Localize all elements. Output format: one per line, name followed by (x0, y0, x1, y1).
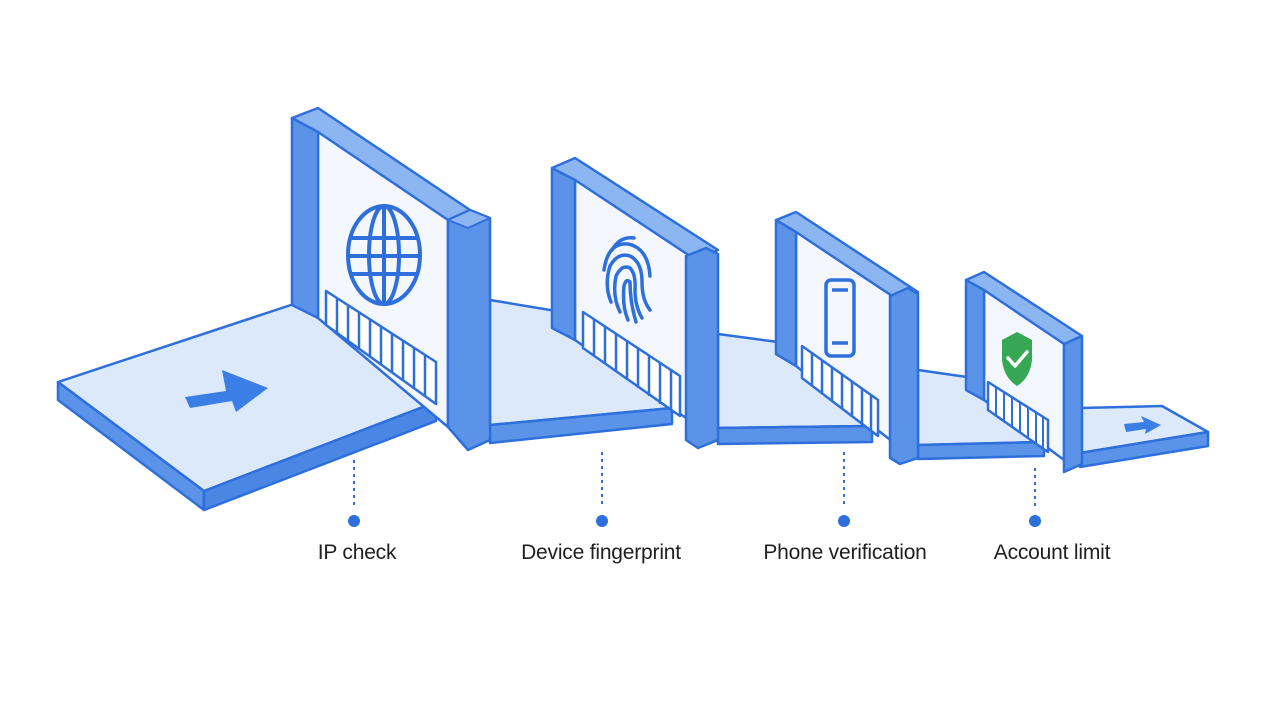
exit-platform (1078, 404, 1210, 469)
leader-account-limit (1029, 468, 1041, 527)
leader-phone-verification (838, 452, 850, 527)
globe-icon (346, 204, 422, 306)
marker-dot (596, 515, 608, 527)
label-account-limit: Account limit (993, 541, 1111, 564)
fingerprint-icon (602, 236, 652, 324)
gate-account-limit (964, 270, 1084, 474)
label-ip-check: IP check (317, 541, 397, 564)
marker-dot (1029, 515, 1041, 527)
ramp-segment-1 (488, 298, 674, 445)
leader-device-fingerprint (596, 452, 608, 527)
arrow-right-icon (185, 370, 268, 412)
marker-dot (348, 515, 360, 527)
smartphone-icon (824, 278, 856, 358)
gate-phone-verification (774, 210, 920, 466)
leader-ip-check (348, 460, 360, 527)
arrow-right-icon (1124, 416, 1161, 434)
marker-dot (838, 515, 850, 527)
label-phone-verification: Phone verification (763, 541, 927, 564)
shield-check-icon (1002, 332, 1032, 386)
label-device-fingerprint: Device fingerprint (521, 541, 681, 564)
